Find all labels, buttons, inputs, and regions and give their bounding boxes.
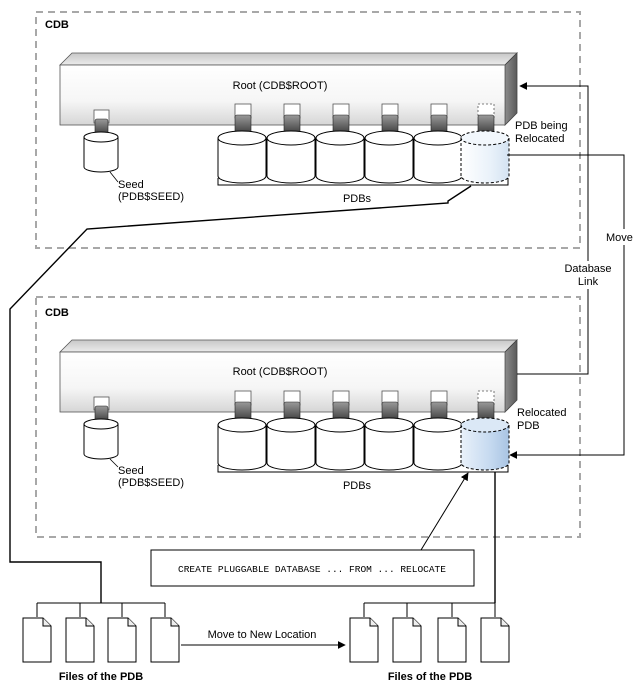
bottom-pdbs-label: PDBs	[343, 480, 372, 492]
left-file-icon-3	[107, 617, 137, 663]
relocating-label: PDB being	[515, 120, 568, 132]
relocating-pdb-cylinder	[460, 103, 510, 184]
bottom-pdb-cylinder-4	[364, 390, 414, 471]
bottom-pdb-cylinder-2	[266, 390, 316, 471]
database-link-sublabel: Link	[578, 276, 599, 288]
left-file-icon-4	[150, 617, 180, 663]
left-files-label: Files of the PDB	[59, 671, 143, 683]
top-seed-label: Seed	[118, 179, 144, 191]
top-cdb-title: CDB	[45, 19, 69, 31]
bottom-cdb: CDB Root (CDB$ROOT) Seed (PDB$SEED) PDBs…	[35, 296, 581, 538]
bottom-pdb-cylinders	[217, 390, 510, 471]
sql-statement-box: CREATE PLUGGABLE DATABASE ... FROM ... R…	[150, 472, 475, 587]
bottom-seed-label: Seed	[118, 465, 144, 477]
relocating-sublabel: Relocated	[515, 133, 565, 145]
database-link-label: Database	[564, 263, 611, 275]
right-files-group: Files of the PDB	[349, 602, 510, 683]
top-pdb-cylinder-4	[364, 103, 414, 184]
move-label: Move	[606, 232, 633, 244]
bottom-root-label: Root (CDB$ROOT)	[233, 366, 328, 378]
bottom-pdb-cylinder-3	[315, 390, 365, 471]
top-pdb-cylinders	[217, 103, 510, 184]
right-file-icon-3	[437, 617, 467, 663]
top-root-container	[59, 52, 518, 126]
bottom-pdbs-bracket	[217, 465, 509, 473]
top-pdbs-bracket	[217, 178, 509, 186]
move-connector: Move	[507, 154, 642, 459]
top-pdb-cylinder-2	[266, 103, 316, 184]
top-pdb-cylinder-5	[413, 103, 463, 184]
bottom-cdb-title: CDB	[45, 307, 69, 319]
sql-statement-text: CREATE PLUGGABLE DATABASE ... FROM ... R…	[178, 564, 446, 575]
top-cdb: CDB Root (CDB$ROOT) Seed (PDB$SEED) PDBs…	[35, 11, 581, 249]
top-pdb-cylinder-3	[315, 103, 365, 184]
right-files-label: Files of the PDB	[388, 671, 472, 683]
top-seed-cylinder	[83, 109, 119, 173]
bottom-pdb-cylinder-1	[217, 390, 267, 471]
relocated-sublabel: PDB	[517, 420, 540, 432]
top-pdb-cylinder-1	[217, 103, 267, 184]
top-pdbs-label: PDBs	[343, 193, 372, 205]
left-files-group: Files of the PDB	[22, 602, 180, 683]
top-cdb-border	[35, 11, 581, 249]
bottom-seed-cylinder	[83, 396, 119, 460]
move-to-new-location-label: Move to New Location	[208, 629, 317, 641]
database-link-connector: Database Link	[517, 82, 616, 375]
bottom-cdb-border	[35, 296, 581, 538]
right-file-icon-2	[392, 617, 422, 663]
bottom-seed-sublabel: (PDB$SEED)	[118, 477, 184, 489]
move-to-new-location-arrow: Move to New Location	[181, 629, 346, 649]
bottom-pdb-cylinder-5	[413, 390, 463, 471]
top-root-label: Root (CDB$ROOT)	[233, 80, 328, 92]
relocating-pdb-to-files-line	[9, 185, 472, 603]
relocated-pdb-cylinder	[460, 390, 510, 471]
right-file-icon-1	[349, 617, 379, 663]
left-file-icon-1	[22, 617, 52, 663]
top-seed-sublabel: (PDB$SEED)	[118, 191, 184, 203]
right-file-icon-4	[480, 617, 510, 663]
relocated-label: Relocated	[517, 407, 567, 419]
left-file-icon-2	[65, 617, 95, 663]
